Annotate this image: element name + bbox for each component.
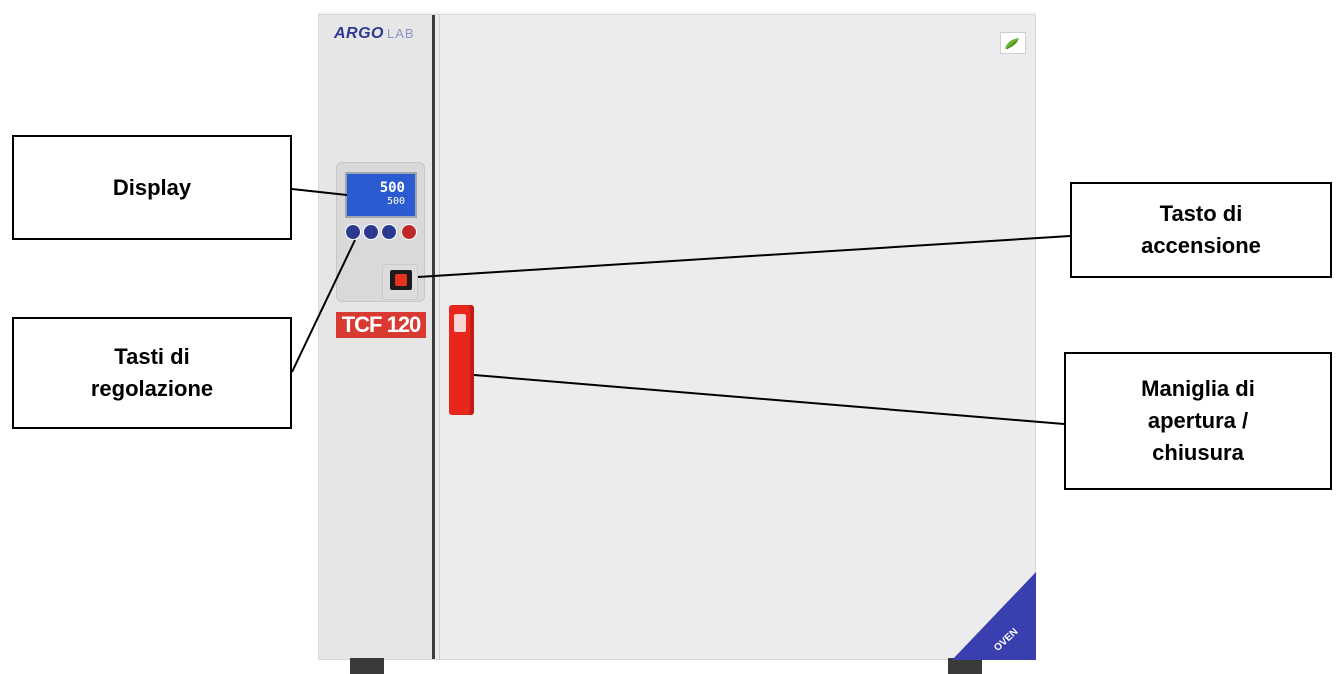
label-display: Display — [12, 135, 292, 240]
brand-logo-secondary: LAB — [387, 26, 415, 41]
label-adjust-keys-text: Tasti di regolazione — [90, 344, 214, 401]
door-seam-highlight — [439, 15, 440, 659]
door-seam — [432, 15, 435, 659]
oven-corner-badge: OVEN — [952, 572, 1036, 660]
brand-logo-primary: ARGO — [334, 25, 384, 42]
eco-leaf-icon — [1000, 32, 1026, 54]
leader-display — [291, 188, 348, 196]
model-badge: TCF 120 — [336, 312, 426, 338]
door-handle-cap — [454, 314, 466, 332]
power-lamp — [395, 274, 407, 286]
label-power-key-text: Tasto di accensione — [1141, 201, 1261, 258]
leader-handle — [473, 374, 1065, 425]
up-key[interactable] — [381, 224, 397, 240]
label-handle: Maniglia di apertura / chiusura — [1064, 352, 1332, 490]
foot-right — [948, 658, 982, 674]
leader-power-key — [417, 235, 1071, 278]
adjust-keys — [345, 224, 417, 240]
label-handle-text: Maniglia di apertura / chiusura — [1141, 376, 1255, 465]
display-reading-main: 500 — [379, 180, 405, 196]
label-adjust-keys: Tasti di regolazione — [12, 317, 292, 429]
label-display-text: Display — [112, 174, 192, 200]
down-key[interactable] — [363, 224, 379, 240]
oven-door — [440, 15, 1035, 659]
label-power-key: Tasto di accensione — [1070, 182, 1332, 278]
foot-left — [350, 658, 384, 674]
leader-adjust-keys — [291, 239, 356, 373]
display-reading-set: 500 — [386, 196, 405, 207]
menu-key[interactable] — [345, 224, 361, 240]
lcd-display: 500 500 — [345, 172, 417, 218]
start-stop-key[interactable] — [401, 224, 417, 240]
